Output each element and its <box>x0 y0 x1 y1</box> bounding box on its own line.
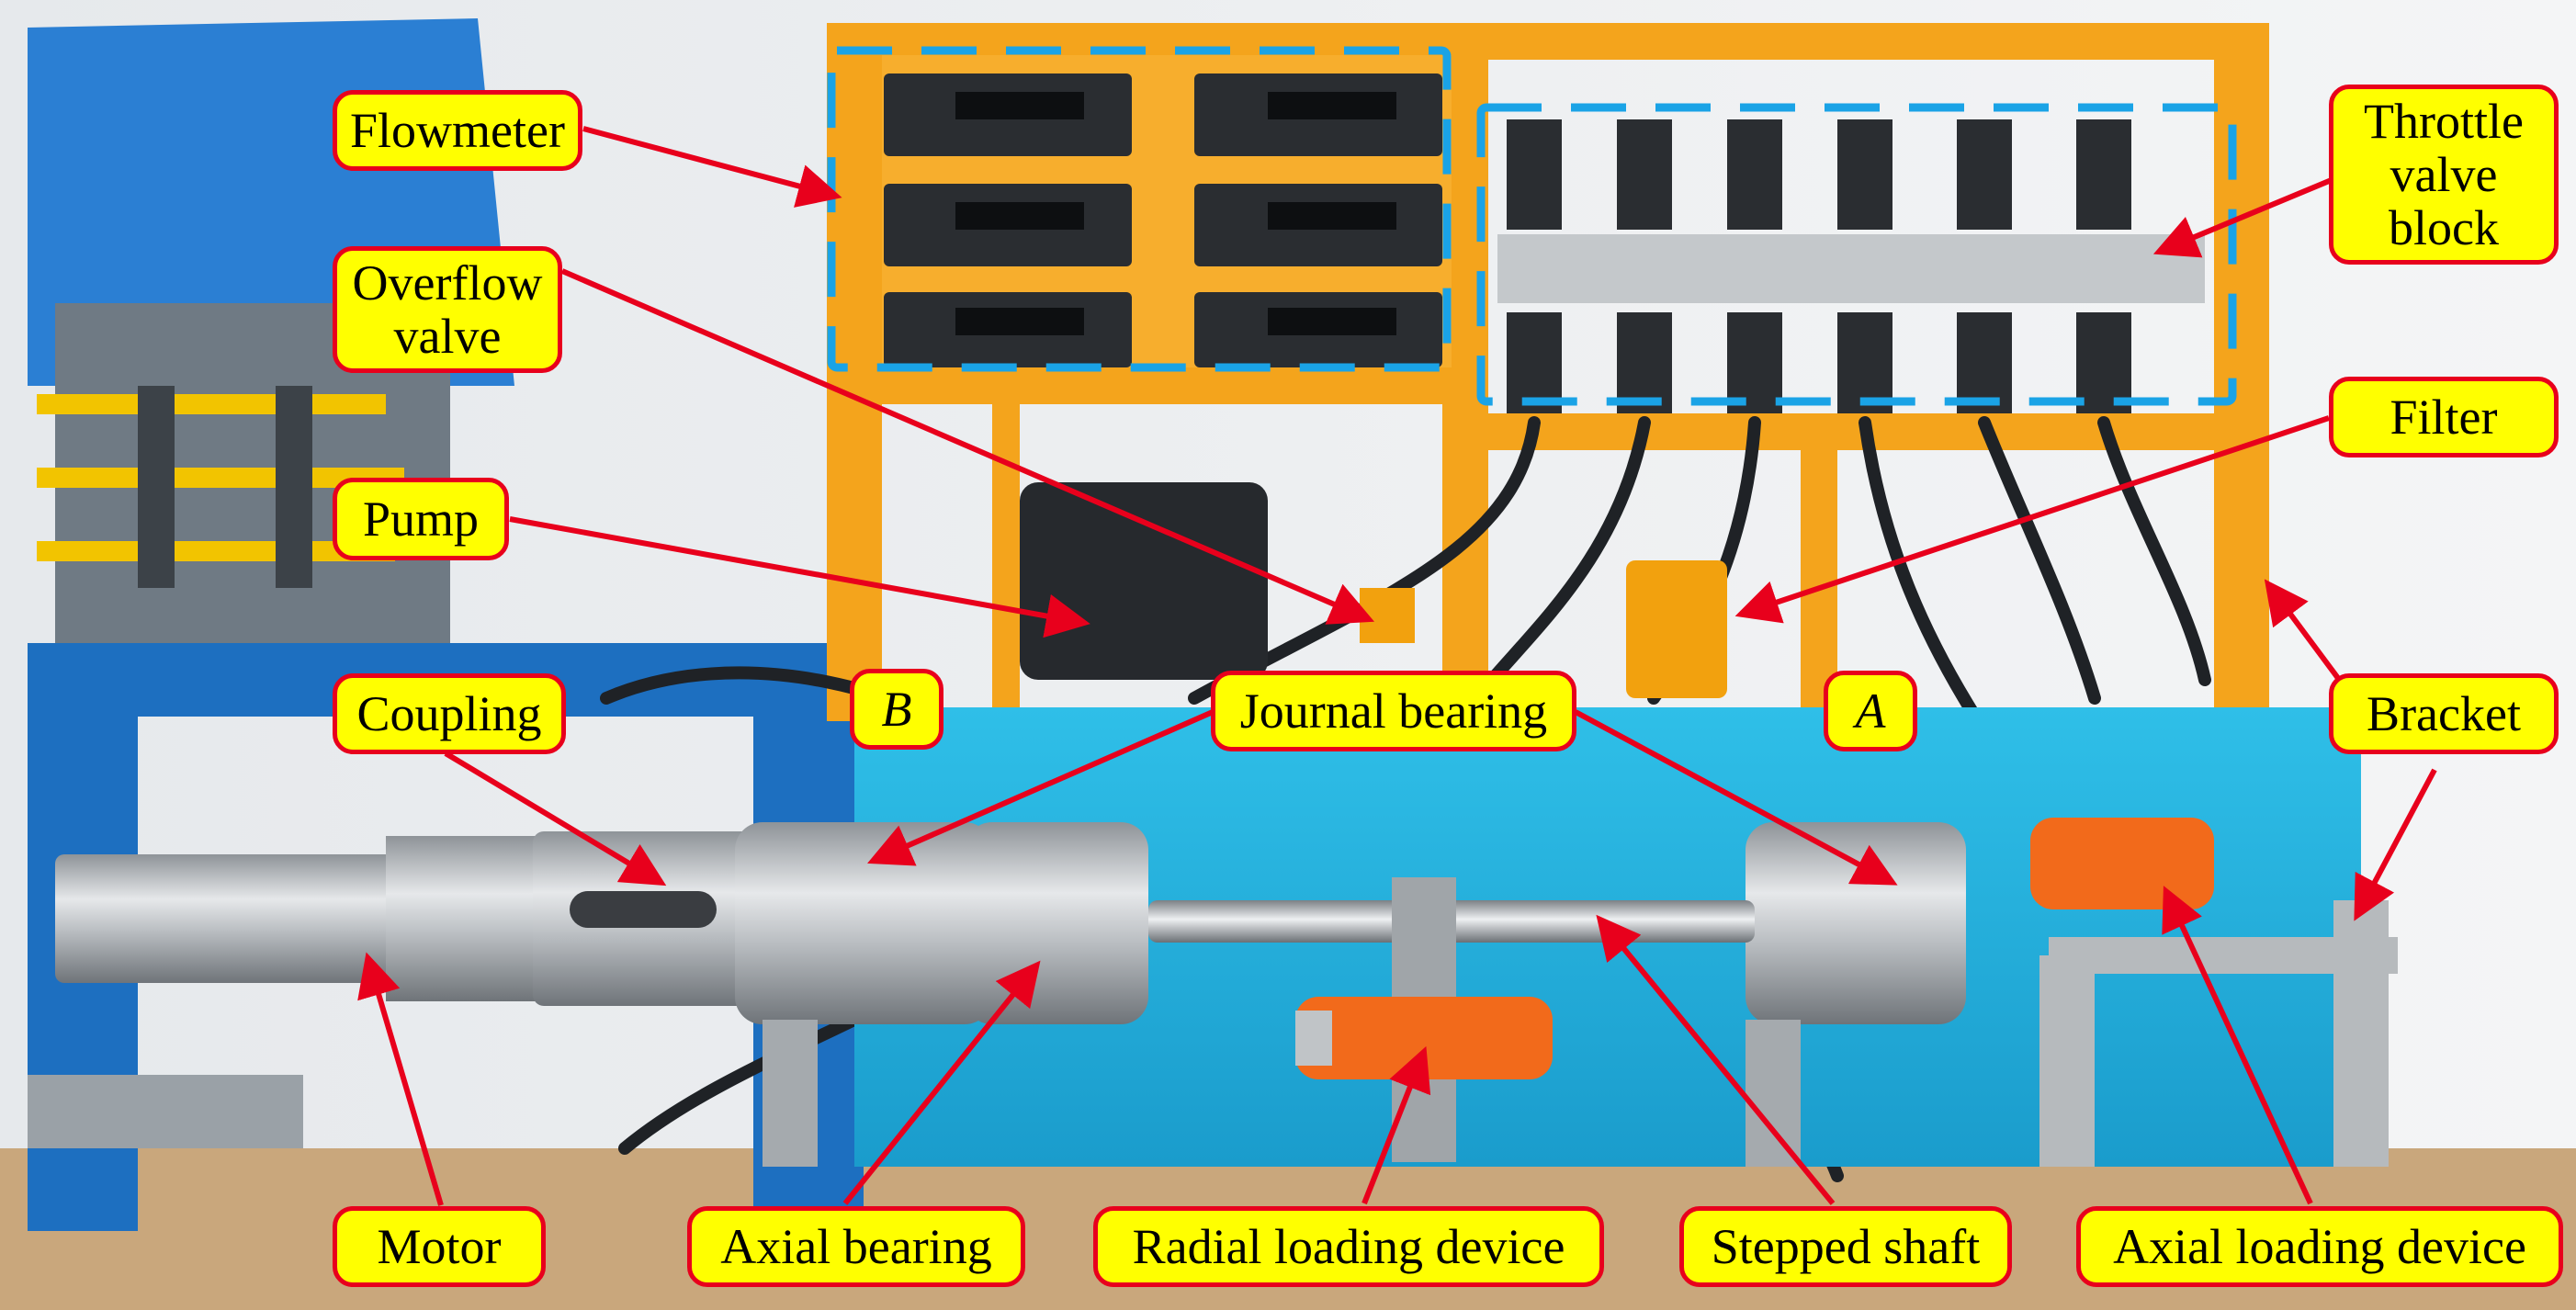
callout-arrows <box>357 126 2437 1206</box>
arrow-bracket-lower <box>2354 768 2437 921</box>
label-overflow-valve: Overflow valve <box>333 246 562 373</box>
filter-body <box>1626 560 1727 698</box>
arrow-pump <box>509 516 1090 638</box>
label-flowmeter: Flowmeter <box>333 90 582 171</box>
label-coupling: Coupling <box>333 673 566 754</box>
arrow-motor <box>357 952 444 1206</box>
label-journal-bearing: Journal bearing <box>1211 671 1576 751</box>
label-filter: Filter <box>2329 377 2559 457</box>
arrow-flowmeter <box>582 126 842 208</box>
label-stepped-shaft: Stepped shaft <box>1679 1206 2012 1287</box>
arrow-filter <box>1734 415 2330 624</box>
arrow-coupling <box>444 751 667 887</box>
arrow-stepped-shaft <box>1596 914 1836 1205</box>
flowmeter-highlight-box <box>827 46 1452 372</box>
throttle-valve-assembly <box>1497 119 2205 413</box>
label-radial-loading-device: Radial loading device <box>1093 1206 1604 1287</box>
label-point-b: B <box>850 669 943 750</box>
label-motor: Motor <box>333 1206 546 1287</box>
label-point-a: A <box>1824 671 1917 751</box>
axial-loading-device-body <box>2030 818 2398 1167</box>
arrow-axial-bearing <box>842 960 1041 1205</box>
motor-assembly <box>55 831 772 1006</box>
label-axial-bearing: Axial bearing <box>687 1206 1025 1287</box>
label-pump: Pump <box>333 478 509 560</box>
label-throttle-valve-block: Throttle valve block <box>2329 85 2559 265</box>
arrow-radial-loading-device <box>1361 1045 1431 1205</box>
pump-body <box>1020 482 1268 680</box>
arrow-bracket-upper <box>2264 579 2345 686</box>
arrow-journal-bearing-right <box>1574 709 1898 886</box>
arrow-axial-loading-device <box>2162 886 2313 1205</box>
label-bracket: Bracket <box>2329 673 2559 754</box>
arrow-overflow-valve <box>560 268 1375 625</box>
overflow-valve-body <box>1360 588 1415 643</box>
flowmeter-panel <box>884 73 1442 367</box>
arrow-throttle-valve-block <box>2152 176 2335 258</box>
radial-loading-device-body <box>1295 877 1553 1162</box>
arrow-journal-bearing-left <box>867 709 1215 866</box>
throttle-valve-highlight-box <box>1476 103 2237 406</box>
label-axial-loading-device: Axial loading device <box>2076 1206 2563 1287</box>
